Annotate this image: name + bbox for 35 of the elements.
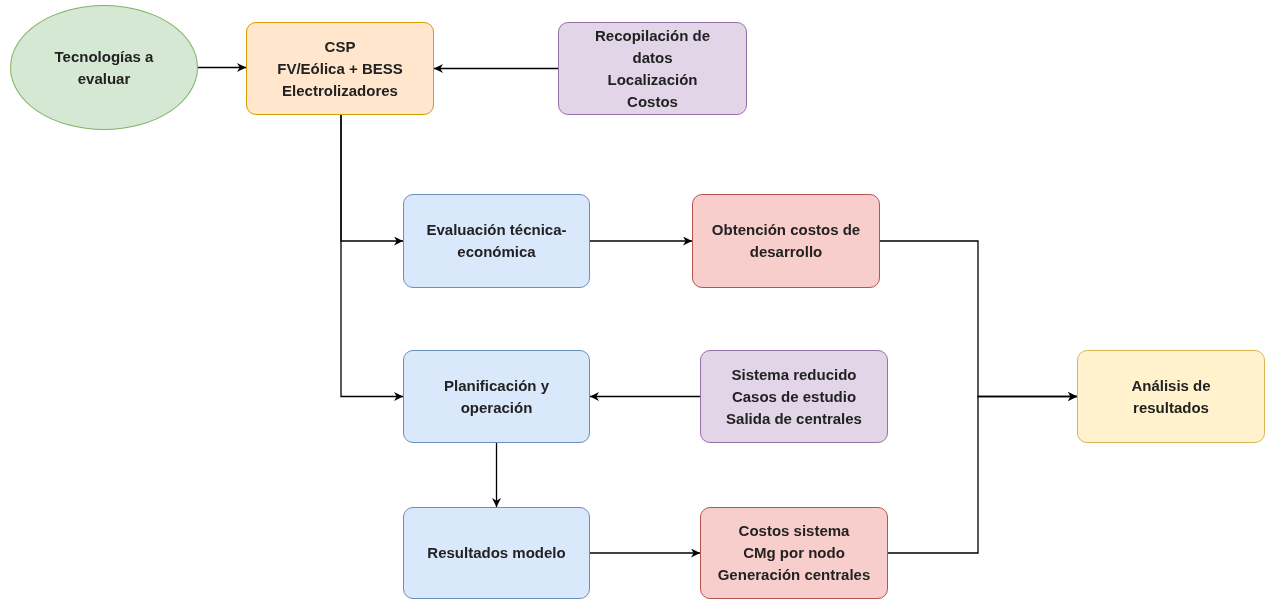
node-text: Recopilación de datos [594, 25, 711, 68]
node-text: Costos sistema [738, 521, 850, 541]
output-box [692, 194, 880, 288]
arrow [887, 392, 1078, 554]
node-text: Salida de centrales [726, 408, 862, 429]
arrow [433, 64, 559, 73]
node-text: FV/Eólica + BESS [277, 58, 403, 79]
node-text: Evaluación técnica-económica [425, 220, 568, 262]
process-box [403, 194, 590, 288]
node-text: Costos [627, 91, 678, 112]
input-box [700, 350, 888, 443]
node-text: Planificación y operación [442, 375, 550, 418]
process-box [403, 507, 590, 599]
node-text: Sistema reducido [731, 364, 857, 385]
node-text: Obtención costos de desarrollo [710, 220, 862, 262]
node-text: Tecnologías a evaluar [53, 46, 155, 89]
node-text: Generación centrales [717, 565, 871, 585]
node-text: Electrolizadores [282, 80, 398, 101]
arrow [589, 548, 701, 558]
input-box [558, 22, 747, 115]
node-text: Resultados modelo [427, 543, 566, 563]
process-box [246, 22, 434, 115]
output-box [700, 507, 888, 599]
arrow [492, 442, 501, 508]
arrow [197, 63, 247, 72]
node-text: CSP [324, 36, 356, 57]
arrow [340, 114, 404, 401]
node-text: CMg por nodo [743, 543, 845, 563]
node-text: Casos de estudio [731, 386, 857, 407]
result-box [1077, 350, 1265, 443]
node-text: Análisis de resultados [1130, 375, 1212, 418]
process-box [403, 350, 590, 443]
arrow [589, 392, 701, 401]
arrow [589, 236, 693, 246]
node-text: Localización [607, 69, 698, 90]
